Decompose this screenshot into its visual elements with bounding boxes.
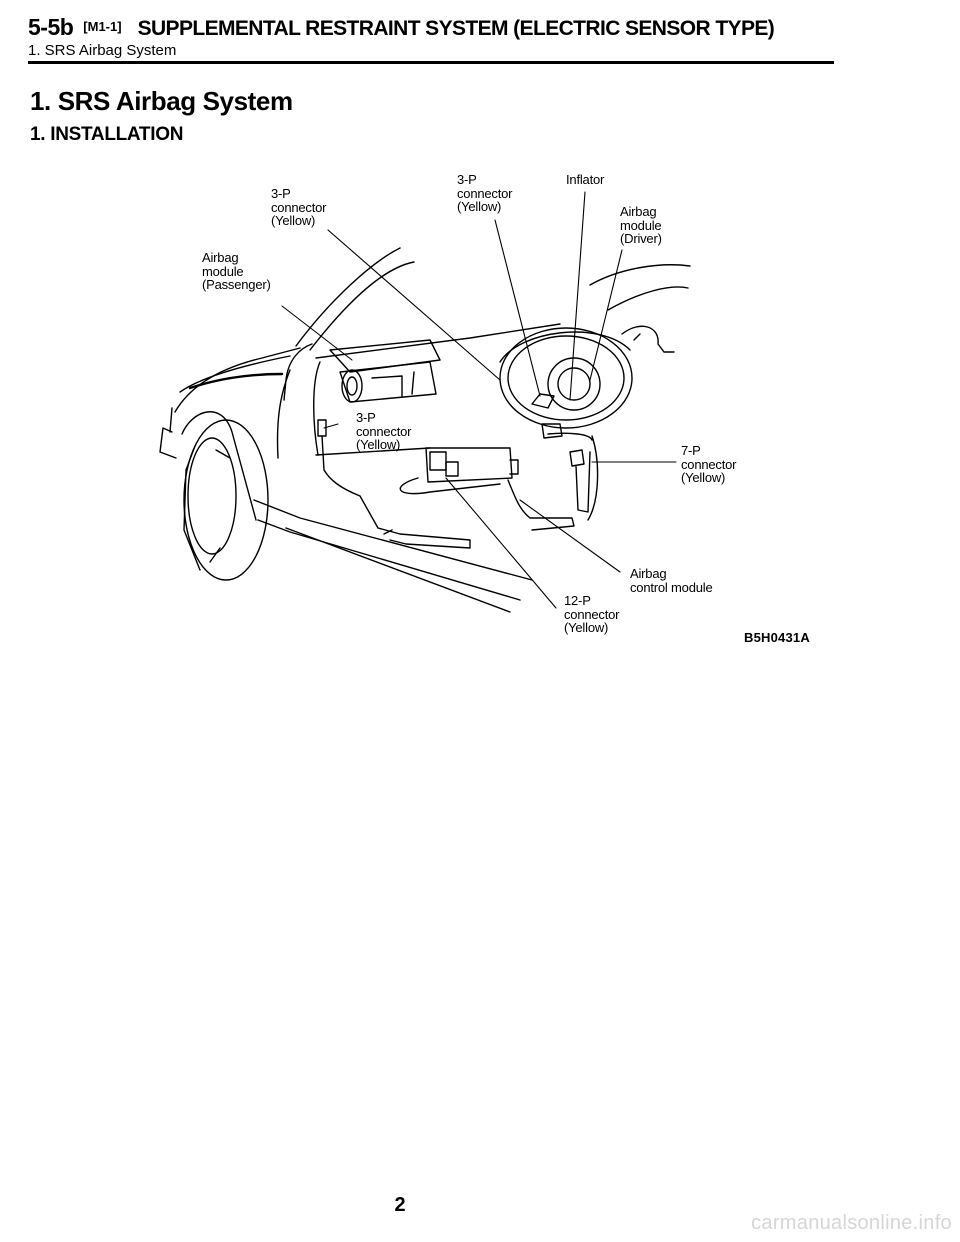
chapter-title: SUPPLEMENTAL RESTRAINT SYSTEM (ELECTRIC … xyxy=(137,17,775,40)
label-inflator: Inflator xyxy=(566,172,605,187)
header-rule xyxy=(28,61,834,64)
car-body-drawing xyxy=(159,347,533,613)
section-code: 5-5b xyxy=(28,14,74,40)
label-airbag-control-module: Airbag control module xyxy=(630,566,713,595)
header-line: 5-5b [M1-1] SUPPLEMENTAL RESTRAINT SYSTEM … xyxy=(28,16,836,42)
manual-code: [M1-1] xyxy=(83,19,122,34)
label-7p-connector: 7-P connector (Yellow) xyxy=(681,443,737,485)
subsection-title: 1. INSTALLATION xyxy=(30,124,184,145)
control-module-drawing xyxy=(317,419,599,549)
a-pillar-drawing xyxy=(276,247,691,459)
figure-id: B5H0431A xyxy=(744,630,810,645)
section-title: 1. SRS Airbag System xyxy=(30,86,293,116)
label-3p-connector-center: 3-P connector (Yellow) xyxy=(356,410,412,452)
label-airbag-module-driver: Airbag module (Driver) xyxy=(620,204,662,246)
page-number: 2 xyxy=(394,1194,406,1216)
passenger-airbag-drawing xyxy=(329,339,441,403)
header-subsection: 1. SRS Airbag System xyxy=(28,42,177,59)
label-3p-connector-upper-middle: 3-P connector (Yellow) xyxy=(457,172,513,214)
steering-wheel-drawing xyxy=(499,325,675,439)
installation-diagram xyxy=(159,191,691,613)
label-airbag-module-passenger: Airbag module (Passenger) xyxy=(202,250,271,292)
page-header: 5-5b [M1-1] SUPPLEMENTAL RESTRAINT SYSTEM … xyxy=(28,16,836,59)
label-12p-connector: 12-P connector (Yellow) xyxy=(564,593,620,635)
watermark-text: carmanualsonline.info xyxy=(751,1212,952,1234)
leader-lines xyxy=(281,191,677,609)
wheel-drawing xyxy=(183,419,269,581)
label-3p-connector-upper-left: 3-P connector (Yellow) xyxy=(271,186,327,228)
